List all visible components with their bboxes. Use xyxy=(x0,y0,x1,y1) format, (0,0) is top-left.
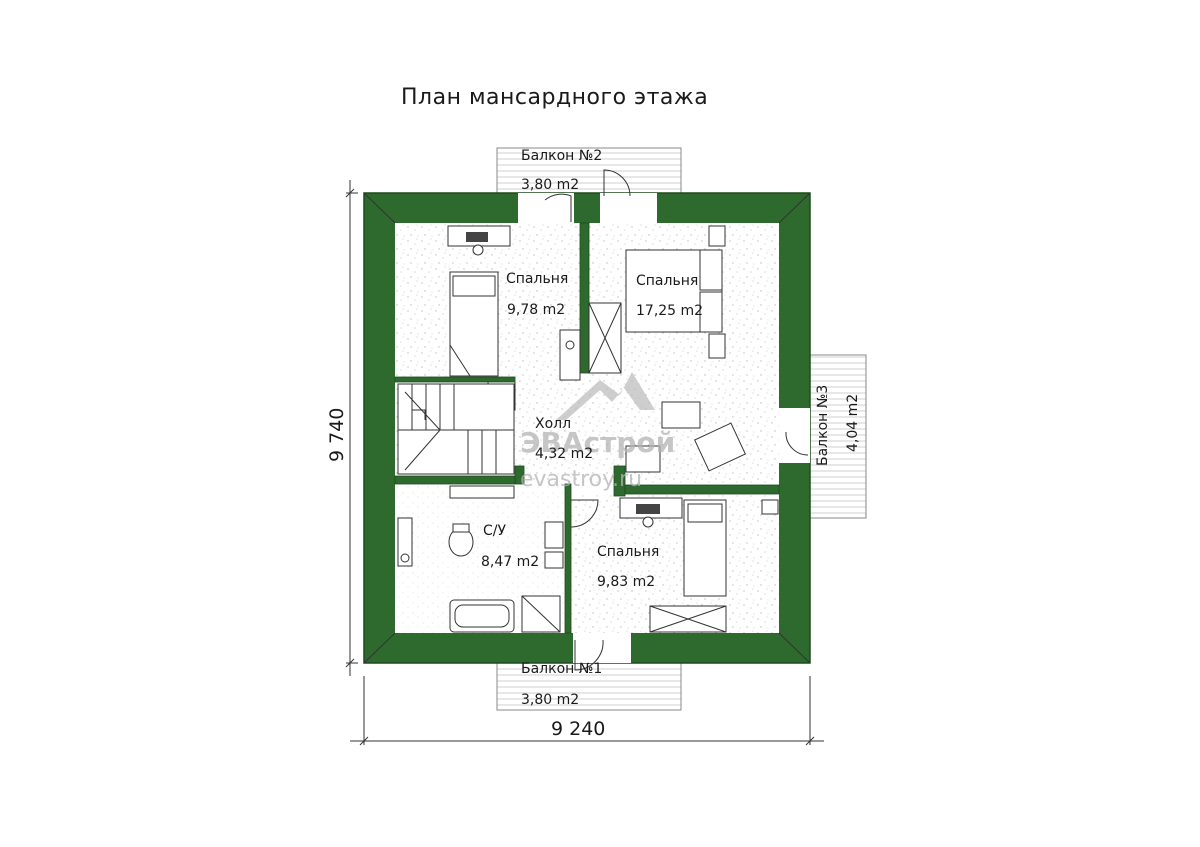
interior-walls xyxy=(394,222,780,634)
watermark: ЭВАстрой evastroy.ru xyxy=(520,372,675,492)
door-opening-balcony3 xyxy=(779,408,810,463)
room-area-bathroom: 8,47 m2 xyxy=(481,554,539,570)
watermark-brand: ЭВАстрой xyxy=(520,426,675,459)
balcony-3 xyxy=(809,354,867,519)
door-swings xyxy=(487,169,809,671)
room-name-bedroom-se: Спальня xyxy=(597,544,659,560)
balcony-2-name: Балкон №2 xyxy=(521,148,602,164)
bathroom-fixtures xyxy=(397,485,564,633)
dimension-height-label: 9 740 xyxy=(326,408,348,462)
balcony-1 xyxy=(496,659,682,711)
room-area-bedroom-nw: 9,78 m2 xyxy=(507,302,565,318)
room-area-bedroom-ne: 17,25 m2 xyxy=(636,303,703,319)
room-name-bathroom: С/У xyxy=(483,523,506,539)
plan-title: План мансардного этажа xyxy=(401,85,708,110)
balcony-2-area: 3,80 m2 xyxy=(521,177,579,193)
room-name-bedroom-nw: Спальня xyxy=(506,271,568,287)
hall-furniture xyxy=(625,401,746,473)
bedroom-se-furniture xyxy=(619,497,779,633)
room-area-bedroom-se: 9,83 m2 xyxy=(597,574,655,590)
balcony-3-name: Балкон №3 xyxy=(815,385,831,466)
wardrobe-center xyxy=(559,302,622,381)
dimension-width-label: 9 240 xyxy=(551,718,605,740)
door-opening-balcony2-right xyxy=(600,193,657,223)
balcony-2 xyxy=(496,147,682,197)
staircase xyxy=(397,383,515,475)
watermark-site: evastroy.ru xyxy=(520,467,642,492)
balcony-1-area: 3,80 m2 xyxy=(521,692,579,708)
room-name-hall: Холл xyxy=(535,416,571,432)
dimension-width xyxy=(350,676,824,746)
house-mountain-logo-icon xyxy=(556,372,655,420)
room-area-hall: 4,32 m2 xyxy=(535,446,593,462)
bedroom-nw-furniture xyxy=(447,225,511,377)
dimension-height xyxy=(345,180,358,676)
bedroom-ne-furniture xyxy=(625,225,726,359)
balcony-1-name: Балкон №1 xyxy=(521,661,602,677)
balcony-3-area: 4,04 m2 xyxy=(845,394,861,452)
door-opening-balcony2-left xyxy=(518,193,574,223)
room-name-bedroom-ne: Спальня xyxy=(636,273,698,289)
